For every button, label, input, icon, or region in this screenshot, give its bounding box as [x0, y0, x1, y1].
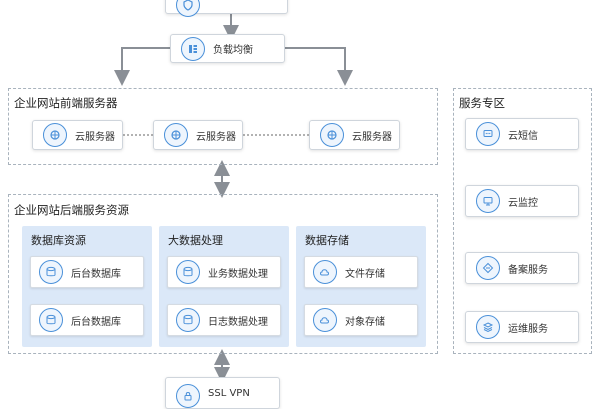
layers-icon [476, 315, 500, 339]
file-storage-label: 文件存储 [345, 268, 385, 280]
load-balancer-icon [181, 36, 205, 61]
data-storage-panel: 数据存储 文件存储 对象存储 [296, 226, 426, 347]
connector-lb-right [285, 47, 353, 86]
frontend-server-group [8, 88, 438, 165]
connector-lb-left [114, 47, 170, 86]
database-icon [176, 260, 200, 284]
frontend-server-label: 云服务器 [75, 131, 115, 143]
backend-db-1[interactable]: 后台数据库 [30, 256, 144, 288]
cloud-server-icon [43, 123, 67, 147]
service-zone-title: 服务专区 [459, 96, 505, 110]
frontend-group-title: 企业网站前端服务器 [14, 96, 118, 110]
cloud-server-icon [164, 123, 188, 147]
backend-resource-group [8, 194, 438, 354]
cloud-monitor-label: 云监控 [508, 197, 538, 209]
message-icon [476, 122, 500, 146]
business-data-processing[interactable]: 业务数据处理 [167, 256, 281, 288]
filing-service-label: 备案服务 [508, 264, 548, 276]
ssl-vpn-node[interactable]: SSL VPN [165, 377, 280, 409]
cloud-server-icon [320, 123, 344, 147]
cloud-storage-icon [313, 308, 337, 332]
database-icon [176, 308, 200, 332]
load-balancer-label: 负载均衡 [213, 45, 253, 56]
object-storage-label: 对象存储 [345, 316, 385, 328]
ssl-vpn-label: SSL VPN [208, 388, 250, 399]
frontend-server-3[interactable]: 云服务器 [309, 120, 400, 150]
file-storage[interactable]: 文件存储 [304, 256, 418, 288]
frontend-server-label: 云服务器 [352, 131, 392, 143]
cloud-storage-icon [313, 260, 337, 284]
cloud-sms-service[interactable]: 云短信 [465, 118, 579, 150]
database-panel-title: 数据库资源 [31, 234, 86, 247]
big-data-panel-title: 大数据处理 [168, 234, 223, 247]
business-data-label: 业务数据处理 [208, 268, 268, 280]
cloud-sms-label: 云短信 [508, 130, 538, 142]
filing-icon [476, 256, 500, 280]
frontend-server-label: 云服务器 [196, 131, 236, 143]
top-node [165, 0, 288, 17]
ops-service[interactable]: 运维服务 [465, 311, 579, 343]
object-storage[interactable]: 对象存储 [304, 304, 418, 336]
vpn-lock-icon [176, 384, 200, 408]
frontend-server-1[interactable]: 云服务器 [32, 120, 123, 150]
cloud-monitor-service[interactable]: 云监控 [465, 185, 579, 217]
backend-db-2[interactable]: 后台数据库 [30, 304, 144, 336]
load-balancer-node[interactable]: 负载均衡 [170, 34, 285, 63]
backend-db-label: 后台数据库 [71, 316, 121, 328]
database-icon [39, 308, 63, 332]
database-resource-panel: 数据库资源 后台数据库 后台数据库 [22, 226, 152, 347]
ops-service-label: 运维服务 [508, 323, 548, 335]
backend-group-title: 企业网站后端服务资源 [14, 203, 129, 217]
backend-db-label: 后台数据库 [71, 268, 121, 280]
frontend-server-2[interactable]: 云服务器 [153, 120, 243, 150]
monitor-icon [476, 189, 500, 213]
log-data-processing[interactable]: 日志数据处理 [167, 304, 281, 336]
database-icon [39, 260, 63, 284]
connector-layer [114, 14, 353, 383]
log-data-label: 日志数据处理 [208, 316, 268, 328]
big-data-panel: 大数据处理 业务数据处理 日志数据处理 [159, 226, 289, 347]
service-zone-group [453, 88, 592, 354]
filing-service[interactable]: 备案服务 [465, 252, 579, 284]
data-storage-panel-title: 数据存储 [305, 234, 349, 247]
